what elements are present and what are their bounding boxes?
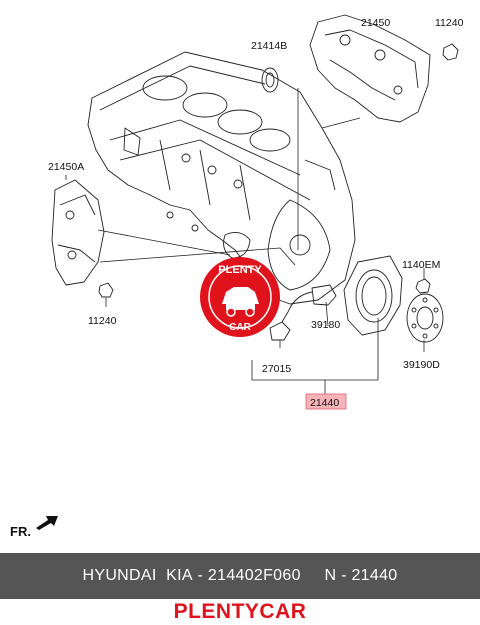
watermark-top-text: PLENTY xyxy=(218,264,262,276)
bolt-11240-bottom xyxy=(98,282,114,298)
part-label-21450: 21450 xyxy=(361,17,390,29)
clamp-27015 xyxy=(269,321,291,341)
leader-lines xyxy=(65,88,425,394)
engine-block xyxy=(87,51,356,305)
banner-part-number: 214402F060 xyxy=(207,567,301,584)
part-label-highlight xyxy=(305,393,347,410)
part-info-banner: HYUNDAI KIA - 214402F060 N - 21440 xyxy=(0,553,480,599)
banner-separator-2: N - xyxy=(300,567,352,584)
part-label-1140EM: 1140EM xyxy=(402,259,440,271)
front-arrow-icon xyxy=(36,516,58,530)
timing-cover-lower xyxy=(51,179,105,286)
banner-separator-1: - xyxy=(192,567,208,584)
plentycar-watermark-logo: PLENTY CAR xyxy=(200,257,280,337)
part-label-39190D: 39190D xyxy=(403,359,440,371)
target-wheel-39190D xyxy=(406,293,444,343)
bolt-1140EM xyxy=(415,278,431,294)
banner-part-ref: 21440 xyxy=(351,567,398,584)
exploded-parts-diagram: PLENTY CAR 21450 11240 21414B 21450A 114… xyxy=(48,14,464,410)
timing-cover-upper xyxy=(309,14,431,123)
part-label-39180: 39180 xyxy=(311,319,340,331)
part-label-27015: 27015 xyxy=(262,363,291,375)
seal-case-21440 xyxy=(343,255,403,336)
part-label-11240-bottom: 11240 xyxy=(88,315,117,327)
direction-label: FR. xyxy=(10,524,31,539)
part-label-11240-top: 11240 xyxy=(435,17,464,29)
part-label-21450A: 21450A xyxy=(48,161,84,173)
footer-brand: PLENTYCAR xyxy=(173,600,307,623)
seal-21414B xyxy=(261,67,279,93)
banner-brand: HYUNDAI KIA xyxy=(82,567,193,584)
part-label-21414B: 21414B xyxy=(251,40,287,52)
part-label-21440: 21440 xyxy=(310,397,339,409)
sensor-39180 xyxy=(281,284,337,323)
watermark-bottom-text: CAR xyxy=(229,322,251,333)
bolt-11240-top xyxy=(442,43,459,61)
